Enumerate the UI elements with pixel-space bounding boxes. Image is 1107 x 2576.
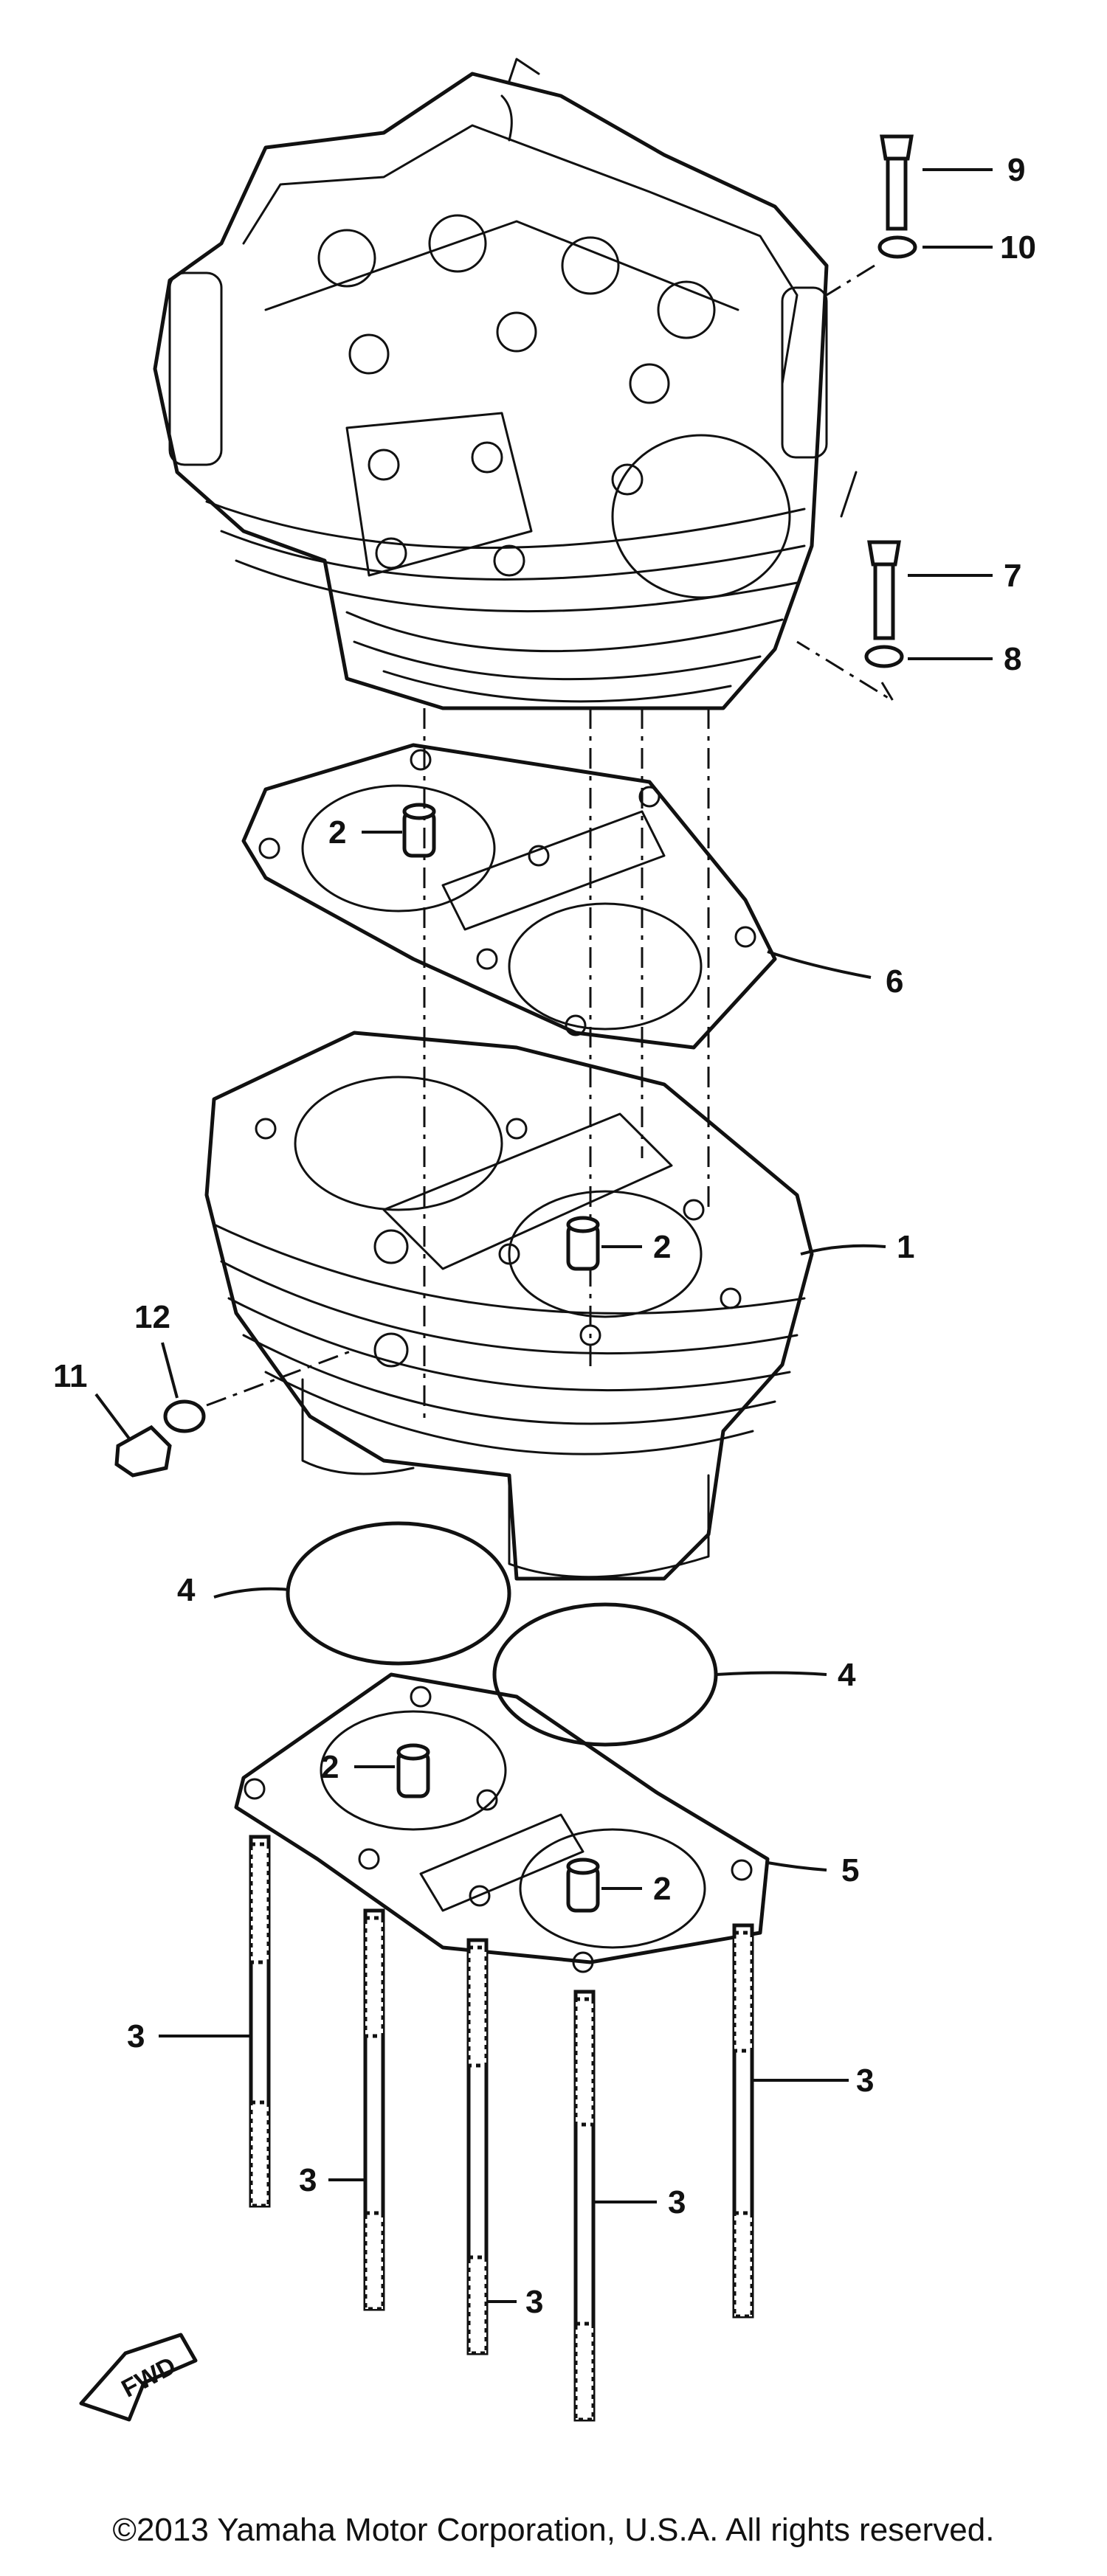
o-ring-4b	[492, 1602, 718, 1747]
callout-1: 1	[897, 1229, 914, 1265]
fwd-label: FWD	[117, 2352, 181, 2403]
washer-12	[163, 1399, 206, 1433]
callout-10: 10	[1000, 229, 1036, 266]
callout-2: 2	[321, 1749, 339, 1785]
dowel-pin-2d	[566, 1857, 600, 1913]
dowel-pin-2a	[402, 803, 436, 858]
dowel-pin-2c	[396, 1743, 430, 1798]
callout-3: 3	[525, 2284, 543, 2320]
callout-8: 8	[1004, 641, 1021, 677]
callout-4: 4	[177, 1572, 196, 1608]
callout-9: 9	[1007, 152, 1025, 188]
callout-5: 5	[841, 1852, 859, 1888]
callout-6: 6	[886, 963, 903, 1000]
callout-4: 4	[838, 1657, 856, 1693]
callout-3: 3	[668, 2184, 686, 2220]
callout-3: 3	[127, 2018, 145, 2054]
plug-11	[114, 1424, 172, 1478]
cylinder-block-1	[204, 1031, 814, 1581]
base-gasket-5	[234, 1672, 770, 1973]
callout-3: 3	[299, 2162, 317, 2198]
cylinder-head	[153, 58, 858, 710]
callout-2: 2	[653, 1229, 671, 1265]
callout-11: 11	[53, 1358, 88, 1394]
callout-3: 3	[856, 2063, 874, 2099]
callout-7: 7	[1004, 558, 1021, 594]
o-ring-4a	[286, 1521, 511, 1666]
stud-bolts-3	[249, 1835, 754, 2422]
bolt-9	[880, 134, 914, 231]
washer-10	[877, 235, 917, 259]
washer-8	[864, 645, 904, 668]
callout-12: 12	[134, 1299, 170, 1335]
copyright-notice: ©2013 Yamaha Motor Corporation, U.S.A. A…	[112, 2512, 995, 2548]
fwd-arrow-icon: FWD	[79, 2333, 198, 2422]
callout-2: 2	[328, 814, 346, 851]
dowel-pin-2b	[566, 1216, 600, 1271]
bolt-7	[867, 540, 901, 640]
head-gasket-6	[241, 743, 777, 1050]
callout-2: 2	[653, 1871, 671, 1907]
